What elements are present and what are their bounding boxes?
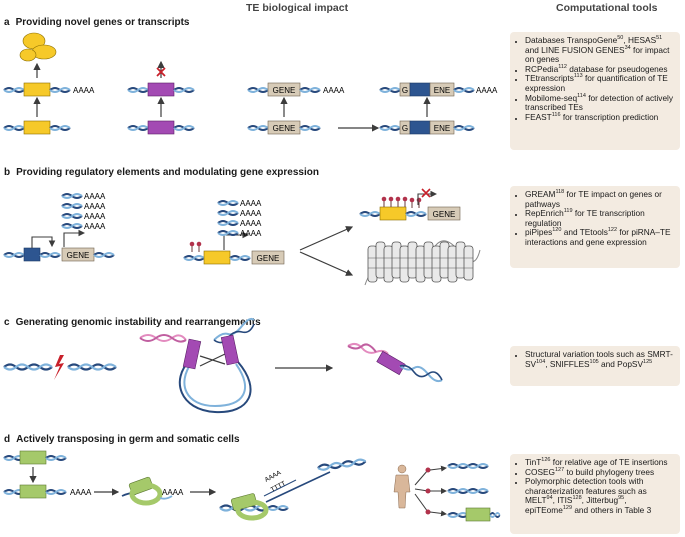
protein-icon <box>19 32 57 62</box>
tools-box-d: TinT126 for relative age of TE insertion… <box>510 454 680 534</box>
svg-text:ENE: ENE <box>434 86 450 95</box>
svg-text:AAAA: AAAA <box>84 202 106 211</box>
svg-text:GENE: GENE <box>257 254 280 263</box>
section-a-diagram: AAAA GENE GENE AAAA G ENE G ENE A <box>3 32 498 135</box>
tool-item: Structural variation tools such as SMRT-… <box>525 349 675 369</box>
svg-text:GENE: GENE <box>273 86 296 95</box>
svg-text:AAAA: AAAA <box>84 222 106 231</box>
tool-item: TinT126 for relative age of TE insertion… <box>525 457 675 468</box>
tool-item: RCPedia112 database for pseudogenes <box>525 64 675 75</box>
svg-text:G: G <box>402 86 408 95</box>
lightning-break-icon <box>54 355 64 380</box>
somatic-insertions <box>414 463 501 522</box>
transcripts-mid: AAAA AAAA AAAA AAAA <box>217 199 262 238</box>
svg-text:ENE: ENE <box>434 124 450 133</box>
svg-text:AAAA: AAAA <box>476 86 498 95</box>
section-c-diagram <box>2 317 443 414</box>
impact-header: TE biological impact <box>246 2 349 14</box>
tool-item: GREAM118 for TE impact on genes or pathw… <box>525 189 675 209</box>
recombination-loop <box>139 317 255 414</box>
svg-text:AAAA: AAAA <box>240 199 262 208</box>
polya-label: AAAA <box>73 86 95 95</box>
red-x-icon <box>421 188 431 198</box>
tool-item: Databases TranspoGene50, HESAS51 and LIN… <box>525 35 675 65</box>
svg-text:AAAA: AAAA <box>70 488 92 497</box>
svg-text:AAAA: AAAA <box>323 86 345 95</box>
tools-box-a: Databases TranspoGene50, HESAS51 and LIN… <box>510 32 680 150</box>
coiled-te <box>121 476 173 506</box>
tool-item: COSEG127 to build phylogeny trees <box>525 467 675 478</box>
svg-text:G: G <box>402 124 408 133</box>
section-d-diagram: AAAA AAAA AAAA TTTT <box>3 450 501 522</box>
tool-item: FEAST116 for transcription prediction <box>525 112 675 123</box>
svg-text:GENE: GENE <box>433 210 456 219</box>
human-figure-icon <box>393 464 411 509</box>
tool-item: piPipes120 and TEtools122 for piRNA–TE i… <box>525 228 675 247</box>
svg-text:GENE: GENE <box>273 124 296 133</box>
tool-item: Polymorphic detection tools with charact… <box>525 476 675 515</box>
svg-text:AAAA: AAAA <box>240 209 262 218</box>
tool-item: TEtranscripts113 for quantification of T… <box>525 74 675 93</box>
svg-text:AAAA: AAAA <box>84 192 106 201</box>
tools-box-b: GREAM118 for TE impact on genes or pathw… <box>510 186 680 268</box>
red-x-icon <box>156 67 166 77</box>
tool-item: Mobilome-seq114 for detection of activel… <box>525 93 675 113</box>
tool-item: RepEnrich119 for TE transcription regula… <box>525 208 675 228</box>
enhancer-block <box>23 247 41 262</box>
tools-box-c: Structural variation tools such as SMRT-… <box>510 346 680 386</box>
heterochromatin-icon <box>364 240 481 286</box>
svg-text:AAAA: AAAA <box>162 488 184 497</box>
transcripts-high: AAAA AAAA AAAA AAAA <box>61 192 106 231</box>
section-b-diagram: GENE AAAA AAAA AAAA AAAA GENE AAAA AAAA … <box>3 188 481 286</box>
tools-header: Computational tools <box>556 2 658 14</box>
svg-text:TTTT: TTTT <box>270 480 287 494</box>
te-yellow-block <box>23 120 51 135</box>
svg-text:AAAA: AAAA <box>240 229 262 238</box>
svg-text:AAAA: AAAA <box>84 212 106 221</box>
svg-text:GENE: GENE <box>67 251 90 260</box>
svg-text:AAAA: AAAA <box>240 219 262 228</box>
